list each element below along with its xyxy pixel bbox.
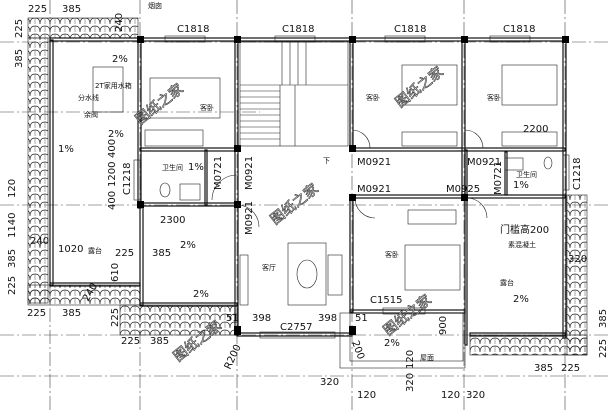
- door-label: M0721: [493, 161, 504, 195]
- dim: 385: [534, 363, 553, 374]
- slope: 2%: [112, 54, 128, 65]
- dim: 398: [252, 313, 271, 324]
- dim: 385: [7, 249, 18, 268]
- chimney-label: 烟囱: [148, 1, 162, 10]
- room-label: 卫生间: [162, 163, 183, 172]
- dim: 240: [114, 13, 125, 32]
- room-label: 露台: [500, 278, 514, 287]
- slope: 1%: [513, 180, 529, 191]
- slope: 2%: [193, 289, 209, 300]
- window-label: C1818: [282, 24, 314, 35]
- dim: 385: [62, 308, 81, 319]
- dim: 225: [110, 308, 121, 327]
- dim: 225: [561, 363, 580, 374]
- dim: 120: [357, 390, 376, 401]
- window-label: C1818: [503, 24, 535, 35]
- room-label: 客卧: [487, 93, 501, 102]
- dim: 225: [7, 276, 18, 295]
- furniture: [144, 64, 558, 306]
- dim: 320: [466, 390, 485, 401]
- dim: 320: [320, 377, 339, 388]
- window-label: C1515: [370, 295, 402, 306]
- room-label: 客卧: [200, 103, 214, 112]
- room-label: 客厅: [262, 263, 276, 272]
- dim: 398: [318, 313, 337, 324]
- dim: 385: [150, 336, 169, 347]
- room-label: 客卧: [385, 250, 399, 259]
- slope: 2%: [513, 294, 529, 305]
- dim: 225: [14, 19, 25, 38]
- dim: 385: [152, 248, 171, 259]
- room-label: 客卧: [366, 93, 380, 102]
- door-label: M0921: [467, 157, 501, 168]
- dim: 51: [226, 313, 239, 324]
- dim: 240: [30, 236, 49, 247]
- room-label: 屋面: [420, 354, 434, 362]
- slope: 2%: [180, 240, 196, 251]
- dim: R200: [223, 343, 244, 371]
- watermark: 图纸之家: [392, 63, 447, 111]
- doors: [211, 129, 488, 228]
- note: 门槛高200: [500, 223, 549, 236]
- note: 余阀: [84, 110, 98, 119]
- door-label: M0921: [357, 184, 391, 195]
- dim: 120: [441, 390, 460, 401]
- slope: 2%: [384, 338, 400, 349]
- slope: 2%: [108, 129, 124, 140]
- dim: 385: [62, 4, 81, 15]
- stairs-down-label: 下: [323, 157, 330, 165]
- dim: 2200: [523, 124, 548, 135]
- window-label: C2757: [280, 322, 312, 333]
- dim: 320: [568, 254, 587, 265]
- slope: 1%: [188, 162, 204, 173]
- note: 素混凝土: [508, 240, 536, 249]
- dim: 2300: [160, 215, 185, 226]
- dim: 320: [405, 373, 416, 392]
- room-label: 卫生间: [516, 170, 537, 179]
- dim: 225: [27, 308, 46, 319]
- dim: 120: [405, 350, 416, 369]
- slope: 1%: [58, 144, 74, 155]
- dim: 225: [28, 4, 47, 15]
- dim: 1020: [58, 244, 83, 255]
- dim: 225: [598, 339, 609, 358]
- window-label: C1818: [177, 24, 209, 35]
- watermark: 图纸之家: [132, 80, 187, 128]
- dim: 400: [107, 139, 118, 158]
- window-label: C1218: [122, 163, 133, 195]
- dim: 51: [355, 313, 368, 324]
- dim: 385: [598, 309, 609, 328]
- door-label: M0921: [357, 157, 391, 168]
- windows: [133, 35, 570, 339]
- door-label: M0925: [446, 184, 480, 195]
- room-label: 露台: [88, 246, 102, 255]
- door-label: M0721: [213, 156, 224, 190]
- dim: 610: [110, 263, 121, 282]
- window-label: C1818: [394, 24, 426, 35]
- watermark: 图纸之家: [267, 180, 322, 228]
- window-label: C1218: [572, 158, 583, 190]
- door-label: M0921: [244, 201, 255, 235]
- dim: 225: [121, 336, 140, 347]
- door-label: M0921: [244, 156, 255, 190]
- staircase: [239, 41, 349, 147]
- note: 分水线: [78, 93, 99, 102]
- dim: 225: [115, 248, 134, 259]
- dim: 900: [438, 316, 449, 335]
- dim: 1200: [107, 162, 118, 187]
- dim: 400: [107, 191, 118, 210]
- roof-tiles: [27, 17, 588, 356]
- structural-columns: [137, 36, 569, 335]
- dim: 120: [7, 179, 18, 198]
- dim: 1140: [7, 213, 18, 238]
- note: 2T家用水箱: [95, 81, 132, 90]
- dim: 385: [14, 49, 25, 68]
